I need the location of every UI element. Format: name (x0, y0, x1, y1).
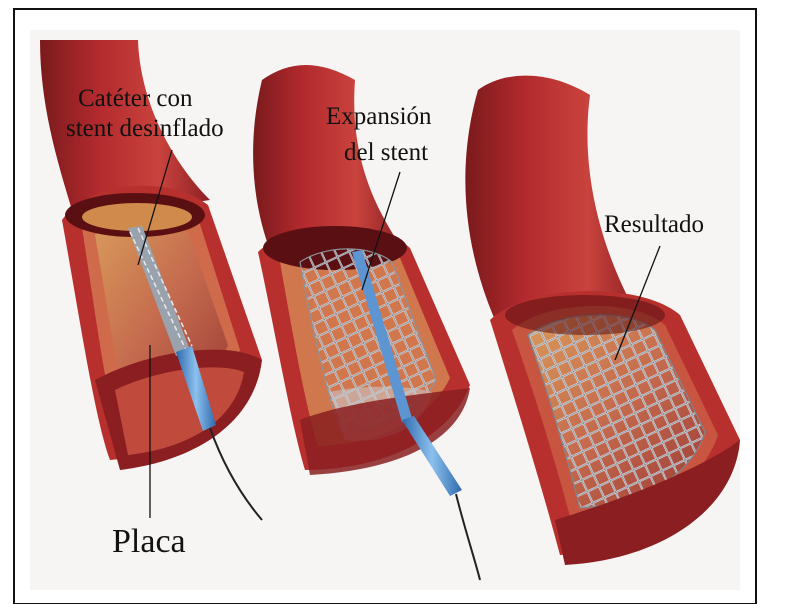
label-catheter-line2: stent desinflado (66, 116, 224, 142)
label-catheter-line1: Catéter con (78, 86, 193, 112)
label-expansion-line1: Expansión (326, 104, 432, 130)
artery-3-opening (505, 295, 665, 335)
label-plaque: Placa (112, 524, 186, 560)
label-expansion-line2: del stent (344, 140, 428, 166)
label-result: Resultado (604, 212, 704, 238)
